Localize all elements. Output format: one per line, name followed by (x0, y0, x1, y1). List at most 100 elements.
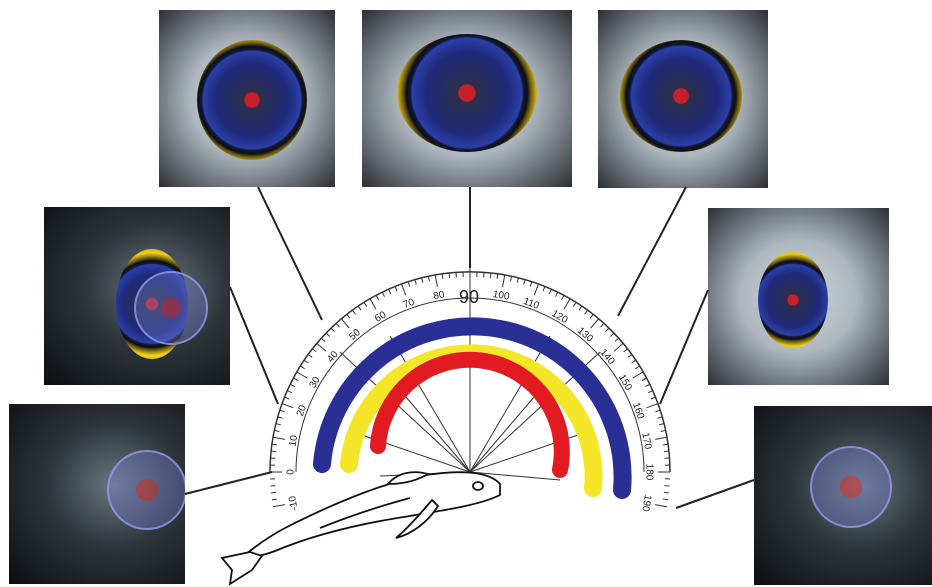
fish-tail (222, 552, 262, 584)
protractor-tick (271, 451, 276, 452)
protractor-tick (648, 391, 653, 393)
protractor-tick (543, 287, 545, 292)
protractor-tick (606, 328, 609, 332)
protractor-tick (449, 273, 450, 278)
protractor-tick-label: 100 (492, 289, 511, 303)
protractor-tick-label: -10 (287, 495, 300, 512)
protractor-tick (591, 319, 599, 328)
protractor-tick (664, 451, 669, 452)
protractor-tick (300, 366, 304, 369)
protractor-tick (422, 278, 423, 283)
protractor-tick (271, 492, 276, 493)
protractor-tick-label: 140 (597, 347, 616, 367)
protractor-tick (341, 319, 349, 328)
protractor-tick-label: 10 (287, 434, 300, 447)
protractor-tick-label: 70 (402, 297, 417, 311)
fish-body (246, 472, 500, 556)
protractor-tick (435, 275, 437, 287)
protractor-tick (517, 278, 518, 283)
protractor-tick (274, 430, 279, 431)
protractor-tick-label: 0 (286, 469, 297, 475)
protractor-tick (402, 284, 406, 295)
protractor-tick (276, 424, 281, 425)
protractor-tick (663, 444, 668, 445)
protractor-tick (273, 505, 285, 507)
protractor-tick (364, 302, 367, 306)
protractor-tick (556, 292, 558, 297)
protractor-tick (280, 410, 285, 412)
protractor-tick-label: 130 (575, 325, 595, 344)
protractor-tick (490, 273, 491, 278)
protractor-tick-label: 180 (643, 464, 654, 481)
protractor-tick (573, 302, 576, 306)
protractor-tick-label: 150 (616, 373, 634, 393)
protractor-tick (382, 292, 384, 297)
protractor-tick (272, 444, 277, 445)
protractor-tick-label: 170 (639, 432, 653, 451)
protractor-tick (530, 282, 532, 287)
protractor-tick (628, 354, 632, 357)
protractor-tick (645, 384, 650, 386)
protractor-tick-label: 50 (347, 327, 363, 343)
protractor-tick (651, 397, 656, 399)
protractor-tick (272, 499, 277, 500)
protractor-tick (347, 314, 350, 318)
protractor-tick (562, 295, 564, 299)
protractor-tick (549, 289, 551, 294)
protractor-tick (497, 274, 498, 279)
protractor-tick (655, 437, 667, 439)
protractor-tick (428, 276, 429, 281)
protractor-tick-label: 160 (630, 401, 646, 421)
protractor-tick (370, 299, 376, 309)
protractor-tick (632, 360, 636, 363)
protractor-tick (633, 372, 643, 378)
protractor-tick-label: 120 (549, 308, 569, 326)
protractor-tick (321, 338, 325, 341)
protractor-tick (585, 310, 588, 314)
protractor-tick (273, 437, 285, 439)
protractor-tick (524, 280, 525, 285)
protractor-tick (389, 289, 391, 294)
protractor-tick (590, 314, 593, 318)
protractor-tick (534, 284, 538, 295)
protractor-tick (564, 299, 570, 309)
protractor-tick (503, 275, 505, 287)
protractor-tick (601, 323, 604, 327)
protractor-tick (297, 372, 307, 378)
protractor-tick (290, 384, 295, 386)
protractor-tick (610, 333, 614, 336)
protractor-tick (278, 417, 283, 418)
protractor-tick-label: 30 (308, 375, 323, 391)
protractor-tick (663, 499, 668, 500)
protractor-tick (358, 306, 361, 310)
protractor-tick (642, 378, 646, 380)
protractor-tick-label: 110 (522, 296, 541, 312)
protractor-tick (293, 378, 297, 380)
protractor-tick (415, 280, 416, 285)
protractor-tick (376, 295, 378, 299)
protractor-tick (304, 360, 308, 363)
protractor-tick (657, 417, 662, 418)
protractor-tick (312, 349, 316, 352)
protractor-tick (282, 404, 293, 408)
protractor-tick (395, 287, 397, 292)
protractor-tick-label: 80 (432, 289, 445, 302)
protractor-tick (511, 276, 512, 281)
protractor-tick (352, 310, 355, 314)
protractor-tick-label: 20 (295, 403, 309, 418)
fish-eye (473, 482, 483, 490)
protractor-tick (287, 391, 292, 393)
protractor-tick-label: 60 (373, 309, 389, 324)
protractor-tick (635, 366, 639, 369)
protractor-tick (331, 328, 334, 332)
protractor-tick (664, 492, 669, 493)
protractor-tick-label: 40 (325, 349, 341, 365)
protractor-tick (659, 424, 664, 425)
protractor-tick (579, 306, 582, 310)
protractor-tick (647, 404, 658, 408)
protractor-tick (656, 410, 661, 412)
protractor-tick (408, 282, 410, 287)
protractor-tick-label: 190 (639, 494, 653, 513)
protractor-tick (308, 354, 312, 357)
